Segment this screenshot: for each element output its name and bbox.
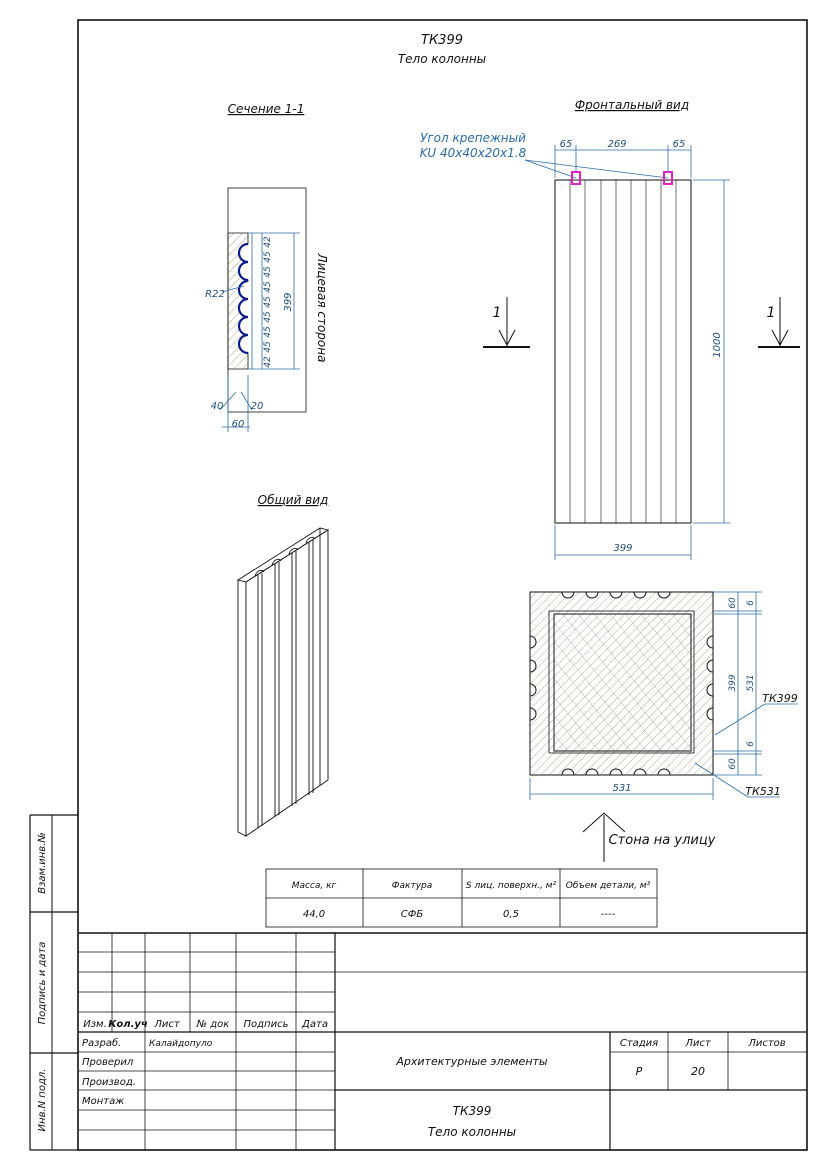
- section-flutes: [237, 242, 249, 355]
- cut-mark-left-label: 1: [493, 305, 502, 321]
- prop-header-mass: Масса, кг: [292, 881, 337, 891]
- stamp-doc-code: ТК399: [453, 1104, 492, 1118]
- sheet-title-name: Тело колонны: [398, 52, 486, 66]
- prop-header-area: S лиц. поверхн., м²: [466, 881, 557, 891]
- plan-label-column: ТК399: [762, 692, 798, 705]
- plan-label-corner: ТК531: [745, 785, 781, 798]
- front-title: Фронтальный вид: [575, 98, 689, 112]
- prop-value-area: 0,5: [503, 909, 519, 920]
- front-flutes: [569, 180, 677, 523]
- stamp-role-mounting: Монтаж: [82, 1096, 124, 1107]
- stamp-col-docno: № док: [196, 1019, 230, 1030]
- prop-header-texture: Фактура: [392, 881, 433, 891]
- section-depth-a: 40: [211, 401, 224, 412]
- section-flute-1: 45: [263, 251, 273, 263]
- section-depth-b: 20: [251, 401, 264, 412]
- prop-value-mass: 44,0: [303, 909, 325, 920]
- plan-view: 60 6 399 531 6 60 531 ТК399 ТК531 Стона …: [529, 591, 798, 862]
- stamp-role-production: Производ.: [82, 1077, 136, 1088]
- front-view: Фронтальный вид Угол крепежный KU 40x40x…: [420, 98, 730, 560]
- plan-dim-5: 60: [728, 758, 738, 770]
- section-flute-5: 45: [263, 311, 273, 323]
- bracket-label-line2: KU 40x40x20x1.8: [420, 146, 527, 160]
- plan-dim-3: 531: [746, 674, 756, 691]
- cut-mark-right: 1: [758, 297, 800, 348]
- stamp-role-checker: Проверил: [82, 1057, 134, 1068]
- section-title: Сечение 1-1: [228, 102, 305, 116]
- plan-dim-0: 60: [728, 597, 738, 609]
- general-view: Общий вид: [236, 493, 330, 837]
- section-width: 60: [232, 419, 245, 430]
- general-title: Общий вид: [258, 493, 329, 507]
- section-flute-3: 45: [263, 281, 273, 293]
- section-face-label: Лицевая сторона: [315, 253, 329, 363]
- street-label: Стона на улицу: [609, 833, 716, 848]
- plan-notches: [529, 591, 714, 776]
- front-dim-left: 65: [560, 139, 573, 150]
- stamp-project: Архитектурные элементы: [395, 1055, 548, 1068]
- cut-mark-left: 1: [483, 297, 530, 348]
- stamp-col-signature: Подпись: [244, 1019, 289, 1030]
- front-panel: [554, 179, 692, 524]
- front-dim-right: 65: [673, 139, 686, 150]
- section-flute-0: 42: [263, 236, 273, 248]
- section-view: Сечение 1-1 399 42 45 45 45 45 45 45 45 …: [205, 102, 329, 432]
- title-block: Изм. Кол.уч Лист № док Подпись Дата Разр…: [78, 932, 807, 1150]
- stamp-col-sheet: Лист: [153, 1019, 181, 1030]
- plan-dim-1: 6: [746, 600, 756, 606]
- front-dim-mid: 269: [607, 139, 626, 150]
- section-flute-4: 45: [263, 296, 273, 308]
- sheet-title-code: ТК399: [421, 33, 463, 48]
- section-flute-7: 45: [263, 341, 273, 353]
- stamp-sheets-header: Листов: [747, 1038, 785, 1049]
- stamp-sheet-value: 20: [691, 1065, 705, 1078]
- side-label-replace: Взам.инв.№: [37, 832, 48, 894]
- section-flute-6: 45: [263, 326, 273, 338]
- plan-core: [553, 613, 692, 752]
- side-label-signature: Подпись и дата: [37, 942, 48, 1025]
- prop-value-volume: ----: [601, 909, 616, 920]
- prop-header-volume: Объем детали, м³: [566, 881, 651, 891]
- section-flute-2: 45: [263, 266, 273, 278]
- side-stamp: Взам.инв.№ Подпись и дата Инв.N подл.: [29, 814, 78, 1151]
- section-radius: R22: [205, 289, 225, 300]
- stamp-col-date: Дата: [301, 1019, 328, 1030]
- plan-width: 531: [612, 783, 631, 794]
- stamp-stage-header: Стадия: [620, 1038, 658, 1049]
- front-width: 399: [613, 543, 632, 554]
- plan-dim-2: 399: [728, 674, 738, 691]
- stamp-col-count: Кол.уч: [108, 1019, 148, 1030]
- plan-dim-4: 6: [746, 741, 756, 747]
- stamp-role-developer: Разраб.: [82, 1037, 121, 1049]
- section-height: 399: [283, 292, 294, 311]
- cut-mark-right-label: 1: [767, 305, 776, 321]
- street-arrow-icon: [582, 812, 626, 862]
- stamp-doc-name: Тело колонны: [428, 1125, 516, 1139]
- prop-value-texture: СФБ: [401, 909, 424, 920]
- section-flute-8: 42: [263, 356, 273, 368]
- stamp-developer-name: Калайдопуло: [149, 1039, 213, 1049]
- sheet-frame: [77, 19, 808, 1151]
- front-height: 1000: [712, 332, 723, 357]
- side-label-inventory: Инв.N подл.: [37, 1069, 48, 1132]
- stamp-col-change: Изм.: [83, 1019, 107, 1030]
- properties-table: Масса, кг Фактура S лиц. поверхн., м² Об…: [265, 868, 658, 928]
- stamp-sheet-header: Лист: [684, 1038, 712, 1049]
- stamp-stage-value: Р: [636, 1065, 643, 1078]
- bracket-label-line1: Угол крепежный: [420, 131, 526, 145]
